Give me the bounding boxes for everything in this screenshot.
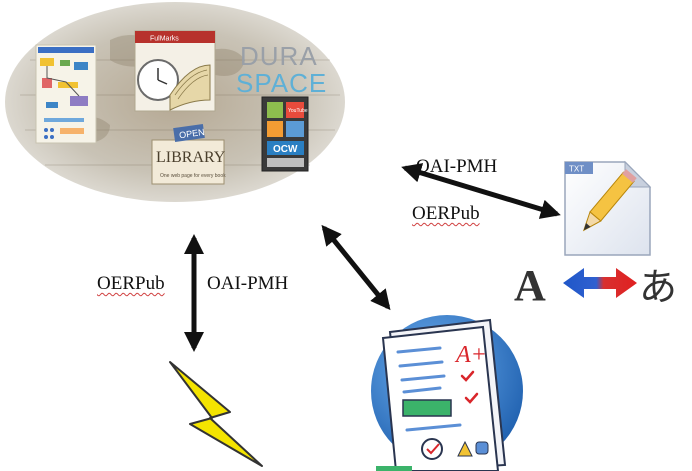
- top-oerpub-label: OERPub: [412, 203, 480, 224]
- open-library-title: LIBRARY: [156, 149, 226, 166]
- fulmarks-clock-book-icon: FulMarks: [134, 30, 216, 112]
- grade-text: A+: [454, 342, 487, 368]
- graded-assignment-icon: A+: [371, 315, 523, 471]
- open-library-sign-icon: OPEN LIBRARY One web page for every book: [151, 123, 226, 185]
- duraspace-logo: DURA SPACE: [236, 41, 327, 98]
- translation-right-char: あ: [639, 265, 677, 309]
- open-sign-text: OPEN: [179, 127, 206, 140]
- left-oai-pmh-label: OAI-PMH: [207, 273, 289, 294]
- translation-left-char: A: [514, 261, 546, 310]
- arrow-cloud-assignment: [321, 224, 391, 311]
- txt-tag: TXT: [569, 165, 584, 174]
- flowchart-icon: [35, 44, 97, 144]
- open-library-tagline: One web page for every book: [160, 173, 226, 179]
- txt-document-pencil-icon: TXT: [564, 160, 652, 256]
- media-icons-panel: YouTube OCW: [261, 96, 309, 172]
- duraspace-line2: SPACE: [236, 68, 327, 98]
- translation-arrow-icon: A あ: [514, 261, 677, 310]
- lightning-bolt-icon: [169, 361, 263, 467]
- duraspace-line1: DURA: [240, 41, 318, 71]
- ocw-text: OCW: [273, 144, 298, 155]
- left-oerpub-label: OERPub: [97, 273, 165, 294]
- arrow-cloud-document: [401, 163, 561, 219]
- fulmarks-title: FulMarks: [150, 36, 179, 43]
- top-oai-pmh-label: OAI-PMH: [416, 156, 498, 177]
- youtube-text: YouTube: [288, 108, 308, 114]
